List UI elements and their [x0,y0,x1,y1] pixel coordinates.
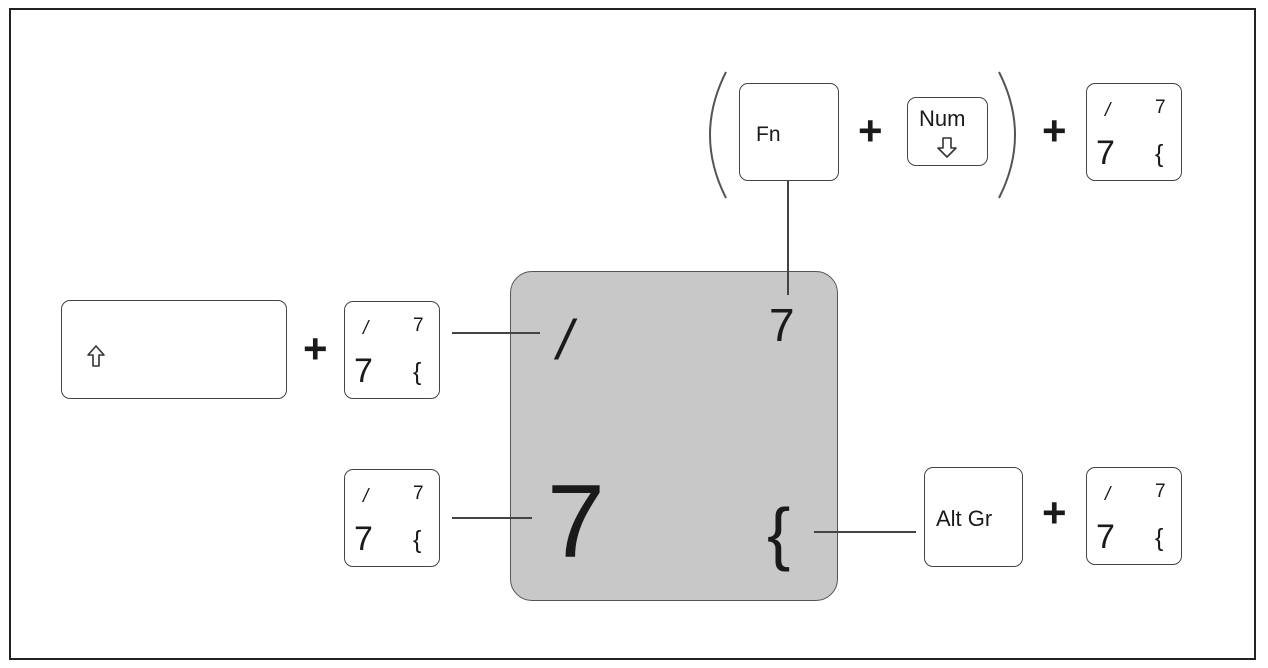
fn-key: Fn [739,83,839,181]
diagram-frame [9,8,1256,660]
key-label-brace: { [1155,140,1164,168]
connector-7-to-7 [452,517,532,519]
key-label-7-small: 7 [1155,481,1166,502]
key-label-slash: / [363,318,369,339]
altgr-key: Alt Gr [924,467,1023,567]
arrow-down-outline-icon [937,137,957,158]
connector-brace-to-altgr [814,531,916,533]
num-key-label: Num [919,106,966,131]
plus-sign: + [303,325,328,372]
key-label-7-small: 7 [413,315,424,336]
key-label-7: 7 [354,352,373,390]
altgr-key-label: Alt Gr [936,506,993,531]
enlarged-label-slash: / [557,308,573,371]
key-7-slash: / 7 7 { [1086,467,1182,565]
enlarged-key-7: / 7 7 { [510,271,838,601]
key-7-slash: / 7 7 { [344,469,440,567]
key-label-7: 7 [1096,518,1115,556]
key-label-slash: / [1105,484,1111,505]
connector-shift7-to-slash [452,332,540,334]
plus-sign: + [1042,107,1067,154]
enlarged-label-brace: { [767,494,791,572]
key-label-slash: / [1105,100,1111,121]
right-parenthesis [998,71,1016,199]
key-label-7: 7 [1096,134,1115,172]
key-label-brace: { [1155,524,1164,552]
shift-arrow-up-icon [87,345,105,367]
num-key: Num [907,97,988,166]
key-label-7-small: 7 [413,483,424,504]
shift-key [61,300,287,399]
key-label-brace: { [413,358,422,386]
plus-sign: + [858,107,883,154]
key-label-brace: { [413,526,422,554]
enlarged-label-7: 7 [547,464,605,580]
enlarged-label-7-small: 7 [769,299,795,351]
key-7-slash: / 7 7 { [1086,83,1182,181]
connector-fn-to-7 [787,181,789,295]
key-7-slash: / 7 7 { [344,301,440,399]
key-label-7-small: 7 [1155,97,1166,118]
key-label-7: 7 [354,520,373,558]
left-parenthesis [709,71,727,199]
fn-key-label: Fn [756,123,781,146]
plus-sign: + [1042,489,1067,536]
key-label-slash: / [363,486,369,507]
